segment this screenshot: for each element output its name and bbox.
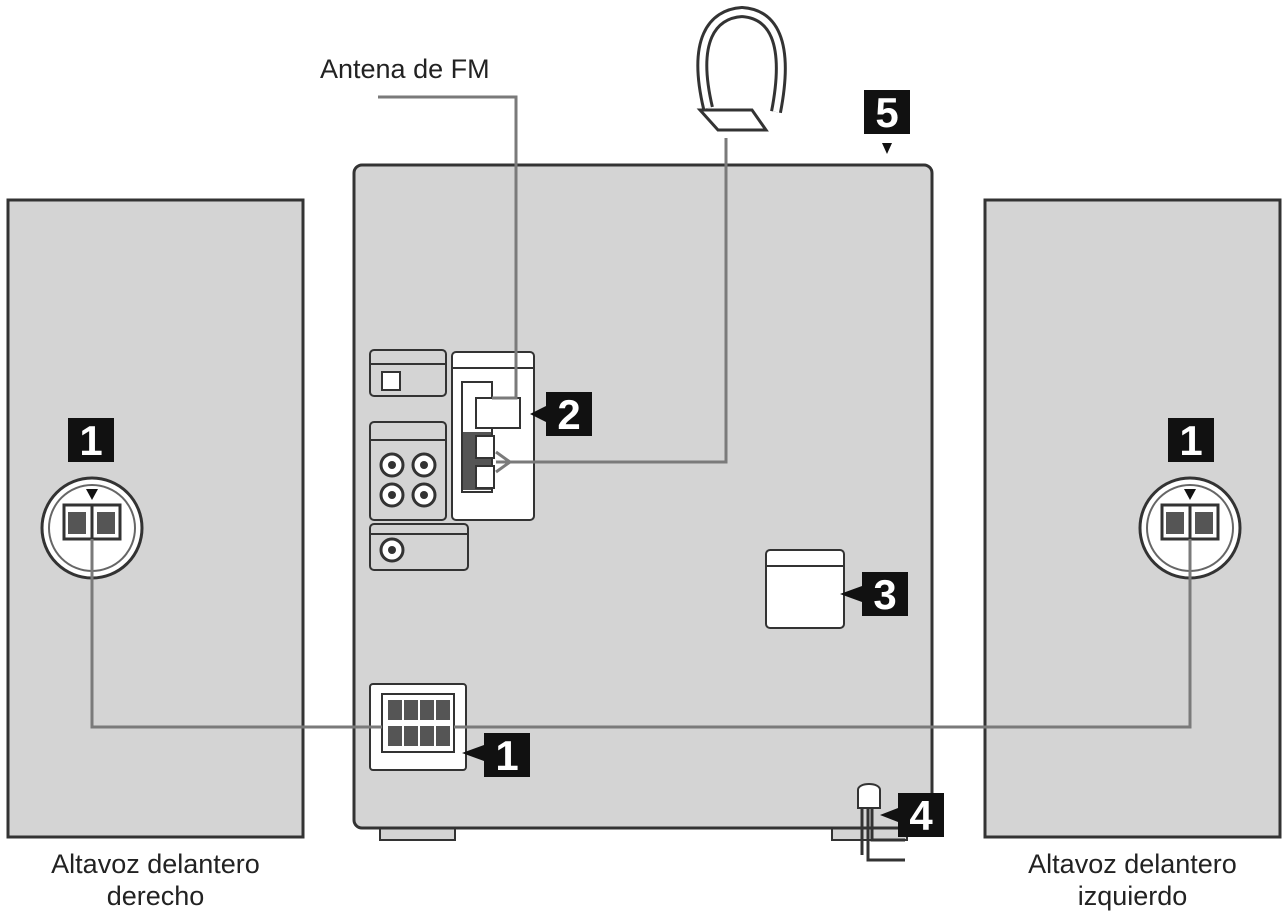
arrow-5: [882, 143, 892, 154]
fm-antenna-wire: [378, 95, 518, 400]
audio-jack-panel: [369, 421, 447, 521]
right-speaker-cable: [90, 539, 382, 729]
svg-text:1: 1: [79, 417, 102, 464]
am-antenna-wire: [496, 138, 728, 464]
svg-text:2: 2: [557, 391, 580, 438]
callout-5: 5: [864, 89, 910, 136]
callout-2: 2: [546, 391, 592, 438]
power-cord: [857, 783, 905, 862]
svg-text:4: 4: [909, 792, 933, 839]
left-speaker-cable: [454, 539, 1192, 729]
am-loop-antenna: [696, 5, 787, 132]
left-speaker-caption: Altavoz delantero izquierdo: [985, 848, 1280, 912]
svg-text:5: 5: [875, 89, 898, 136]
arrow-3: [840, 586, 862, 602]
callout-1-left-speaker: 1: [1168, 417, 1214, 464]
svg-text:1: 1: [495, 732, 518, 779]
left-speaker-caption-line2: izquierdo: [1077, 881, 1188, 911]
label-area: [765, 549, 845, 629]
right-speaker-caption-line1: Altavoz delantero: [51, 849, 260, 879]
am-antenna-split: [495, 450, 513, 474]
svg-text:3: 3: [873, 571, 896, 618]
left-speaker-caption-line1: Altavoz delantero: [1028, 849, 1237, 879]
arrow-1-left-speaker: [1184, 489, 1196, 500]
callout-1-unit: 1: [484, 732, 530, 779]
arrow-1-right-speaker: [86, 489, 98, 500]
left-speaker-terminal: [1138, 476, 1242, 580]
single-jack-panel: [369, 523, 469, 571]
callout-4: 4: [898, 792, 944, 839]
fm-antenna-label: Antena de FM: [320, 54, 490, 84]
right-speaker-caption: Altavoz delantero derecho: [8, 848, 303, 912]
right-speaker-caption-line2: derecho: [106, 881, 205, 911]
antenna-terminal-panel: [451, 351, 535, 521]
arrow-1-unit: [462, 745, 484, 761]
optical-jack-panel: [369, 349, 447, 397]
callout-1-right-speaker: 1: [68, 417, 114, 464]
arrow-2: [530, 406, 546, 422]
unit-speaker-terminals: [369, 683, 467, 771]
arrow-4: [880, 808, 898, 822]
right-speaker-terminal: [40, 476, 144, 580]
callout-3: 3: [862, 571, 908, 618]
main-unit-back: [352, 163, 934, 830]
svg-text:1: 1: [1179, 417, 1202, 464]
